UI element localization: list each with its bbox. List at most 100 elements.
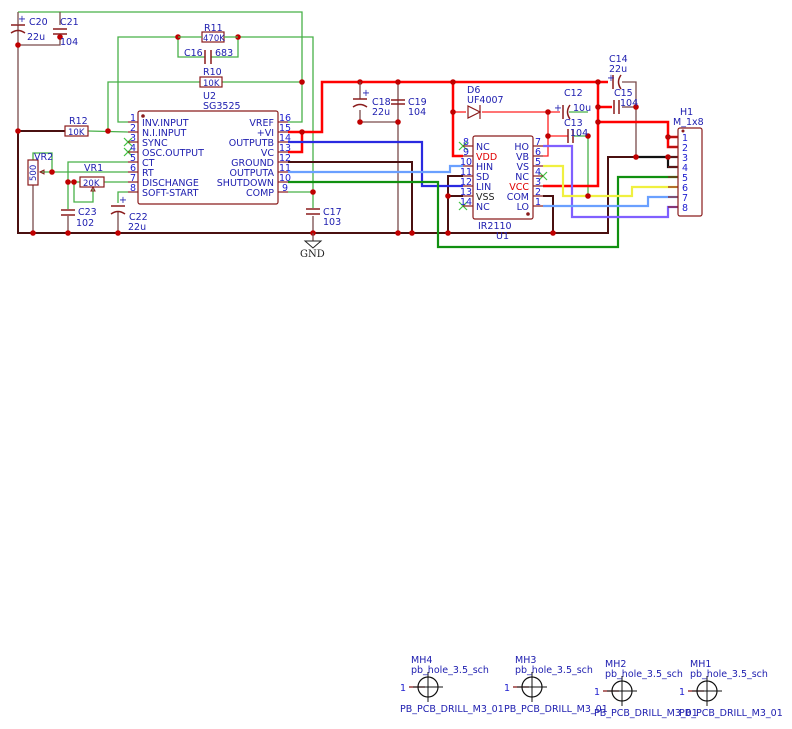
c13-value: 104 — [570, 128, 588, 139]
junction-dot — [585, 193, 591, 199]
resistor-r11[interactable]: R11 470K — [178, 23, 238, 44]
u1-pin-4[interactable]: 4NC — [515, 167, 543, 183]
h1-pin-1[interactable]: 1 — [668, 133, 688, 144]
h1-pin-3[interactable]: 3 — [668, 153, 688, 164]
junction-dot — [633, 154, 639, 160]
pin-name: GROUND — [231, 158, 274, 169]
potentiometer-vr2[interactable]: VR2 500 — [27, 152, 53, 186]
c19-value: 104 — [408, 107, 426, 118]
pin-number: 1 — [130, 113, 136, 124]
pin-number: 10 — [460, 157, 472, 168]
junction-dot — [450, 109, 456, 115]
polarity-plus: + — [119, 195, 127, 206]
pin-name: VCC — [509, 182, 529, 193]
h1-pin-5[interactable]: 5 — [668, 173, 688, 184]
pin-name: VC — [261, 148, 274, 159]
capacitor-c21[interactable]: C21 104 — [53, 17, 79, 48]
pin-name: +VI — [257, 128, 274, 139]
u1-pin-1[interactable]: 1LO — [517, 197, 543, 213]
pin-name: RT — [142, 168, 154, 179]
u1-pin-7[interactable]: 7HO — [514, 137, 543, 153]
hole-footprint: PB_PCB_DRILL_M3_01 — [504, 704, 608, 715]
capacitor-c22[interactable]: + C22 22u — [110, 195, 148, 233]
u2-pin-15[interactable]: 15 +VI — [257, 123, 291, 139]
u2-value: SG3525 — [203, 101, 241, 112]
hole-footprint: PB_PCB_DRILL_M3_01 — [679, 708, 783, 719]
pin-number: 15 — [279, 123, 291, 134]
resistor-r10[interactable]: R10 10K — [199, 67, 223, 89]
junction-dot — [395, 119, 401, 125]
pin-number: 10 — [279, 173, 291, 184]
potentiometer-vr1[interactable]: VR1 20K — [79, 163, 105, 192]
capacitor-c19[interactable]: C19 104 — [391, 97, 427, 118]
capacitor-c14[interactable]: + C14 22u — [607, 54, 628, 90]
c12-value: 10u — [573, 103, 591, 114]
h1-pin-4[interactable]: 4 — [668, 163, 688, 174]
capacitor-c12[interactable]: + C12 10u — [554, 88, 591, 120]
polarity-plus: + — [18, 14, 26, 25]
r12-value: 10K — [68, 128, 85, 138]
u2-ref: U2 — [203, 91, 216, 102]
diode-d6[interactable]: D6 UF4007 — [467, 85, 504, 119]
h1-pin-8[interactable]: 8 — [668, 203, 688, 214]
c13-ref: C13 — [564, 118, 583, 129]
capacitor-c13[interactable]: C13 104 — [564, 118, 588, 143]
pin-name: HO — [514, 142, 529, 153]
junction-dot — [57, 34, 63, 40]
capacitor-c17[interactable]: C17 103 — [306, 207, 342, 228]
junction-dot — [545, 133, 551, 139]
resistor-r12[interactable]: R12 10K — [64, 116, 89, 138]
pin-number: 2 — [682, 143, 688, 154]
capacitor-c20[interactable]: + C20 22u — [10, 12, 48, 43]
d6-value: UF4007 — [467, 95, 504, 106]
capacitor-c15[interactable]: C15 104 — [613, 88, 638, 114]
h1-pin-7[interactable]: 7 — [668, 193, 688, 204]
pin-name: NC — [476, 202, 490, 213]
u1-pin-6[interactable]: 6VB — [516, 147, 543, 163]
u1-pin-14[interactable]: 14 NC — [460, 197, 490, 213]
junction-dot — [595, 79, 601, 85]
pin-number: 14 — [460, 197, 472, 208]
c18-ref: C18 — [372, 97, 391, 108]
capacitor-c23[interactable]: C23 102 — [61, 207, 97, 229]
pin-name: VREF — [249, 118, 274, 129]
h1-pin-6[interactable]: 6 — [668, 183, 688, 194]
capacitor-c18[interactable]: + C18 22u — [352, 82, 391, 118]
capacitor-c16[interactable]: C16 683 — [184, 48, 233, 64]
u1-pin-5[interactable]: 5VS — [516, 157, 543, 173]
h1-pin-2[interactable]: 2 — [668, 143, 688, 154]
d6-ref: D6 — [467, 85, 480, 96]
vr2-value: 500 — [29, 165, 39, 181]
junction-dot — [595, 104, 601, 110]
